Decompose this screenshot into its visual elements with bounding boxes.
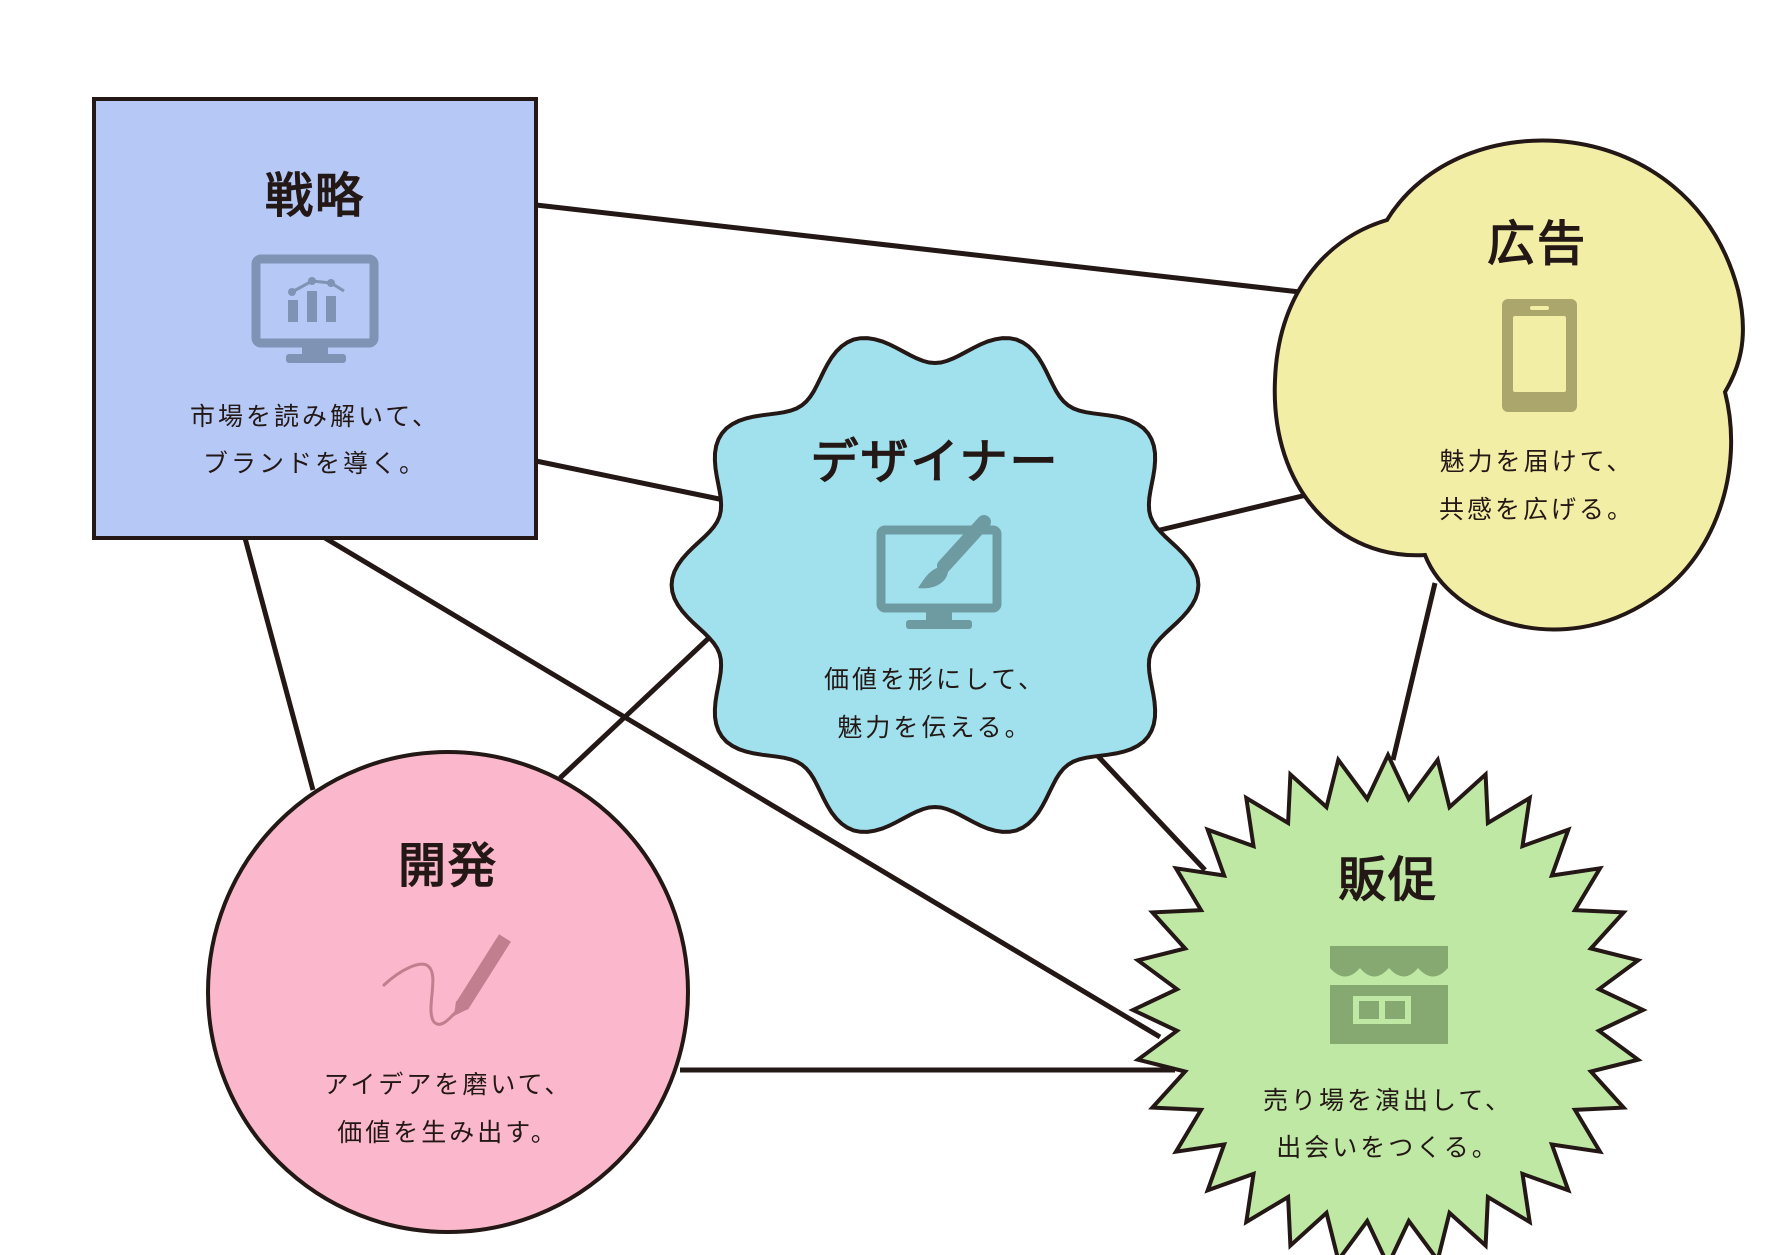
development-circle: [206, 750, 690, 1234]
designer-desc-line2: 魅力を伝える。: [837, 713, 1032, 742]
node-strategy: 戦略 市場を読み解いて、 ブランドを導く。: [92, 97, 538, 540]
strategy-desc-line2: ブランドを導く。: [203, 449, 427, 478]
edge-strategy-sales: [323, 535, 1162, 1040]
edge-designer-sales: [1092, 750, 1207, 872]
development-desc-line1: アイデアを磨いて、: [324, 1070, 573, 1099]
strategy-desc-line1: 市場を読み解いて、: [190, 402, 440, 431]
advertising-desc-line1: 魅力を届けて、: [1440, 447, 1635, 476]
node-advertising: 広告 魅力を届けて、 共感を広げる。: [1272, 138, 1745, 632]
pen-scribble-icon: [382, 934, 511, 1026]
node-development: 開発 アイデアを磨いて、 価値を生み出す。: [206, 750, 690, 1234]
development-desc-line2: 価値を生み出す。: [337, 1118, 559, 1147]
edge-designer-advertising: [1159, 490, 1316, 533]
sales-desc-line2: 出会いをつくる。: [1276, 1133, 1500, 1162]
monitor-brush-icon: [876, 515, 1002, 629]
designer-desc-line1: 価値を形にして、: [824, 665, 1046, 694]
sales-desc-line1: 売り場を演出して、: [1263, 1086, 1513, 1115]
monitor-chart-icon: [251, 254, 379, 363]
development-title: 開発: [398, 838, 498, 894]
advertising-desc-line2: 共感を広げる。: [1439, 495, 1635, 524]
designer-title: デザイナー: [810, 434, 1059, 490]
sales-title: 販促: [1338, 852, 1438, 908]
edge-advertising-sales: [1390, 582, 1438, 761]
node-sales: 販促 売り場を演出して、 出会いをつくる。: [1128, 750, 1648, 1255]
node-designer: デザイナー 価値を形にして、 魅力を伝える。: [669, 336, 1201, 834]
smartphone-icon: [1502, 299, 1577, 412]
strategy-title: 戦略: [265, 168, 365, 224]
edge-strategy-designer: [535, 458, 725, 503]
connection-lines: [242, 202, 1438, 1073]
strategy-box: [92, 97, 538, 540]
edge-designer-development: [558, 633, 714, 780]
edge-strategy-advertising: [535, 202, 1301, 295]
edge-strategy-development: [242, 537, 316, 791]
storefront-icon: [1330, 946, 1448, 1044]
advertising-title: 広告: [1487, 216, 1587, 272]
